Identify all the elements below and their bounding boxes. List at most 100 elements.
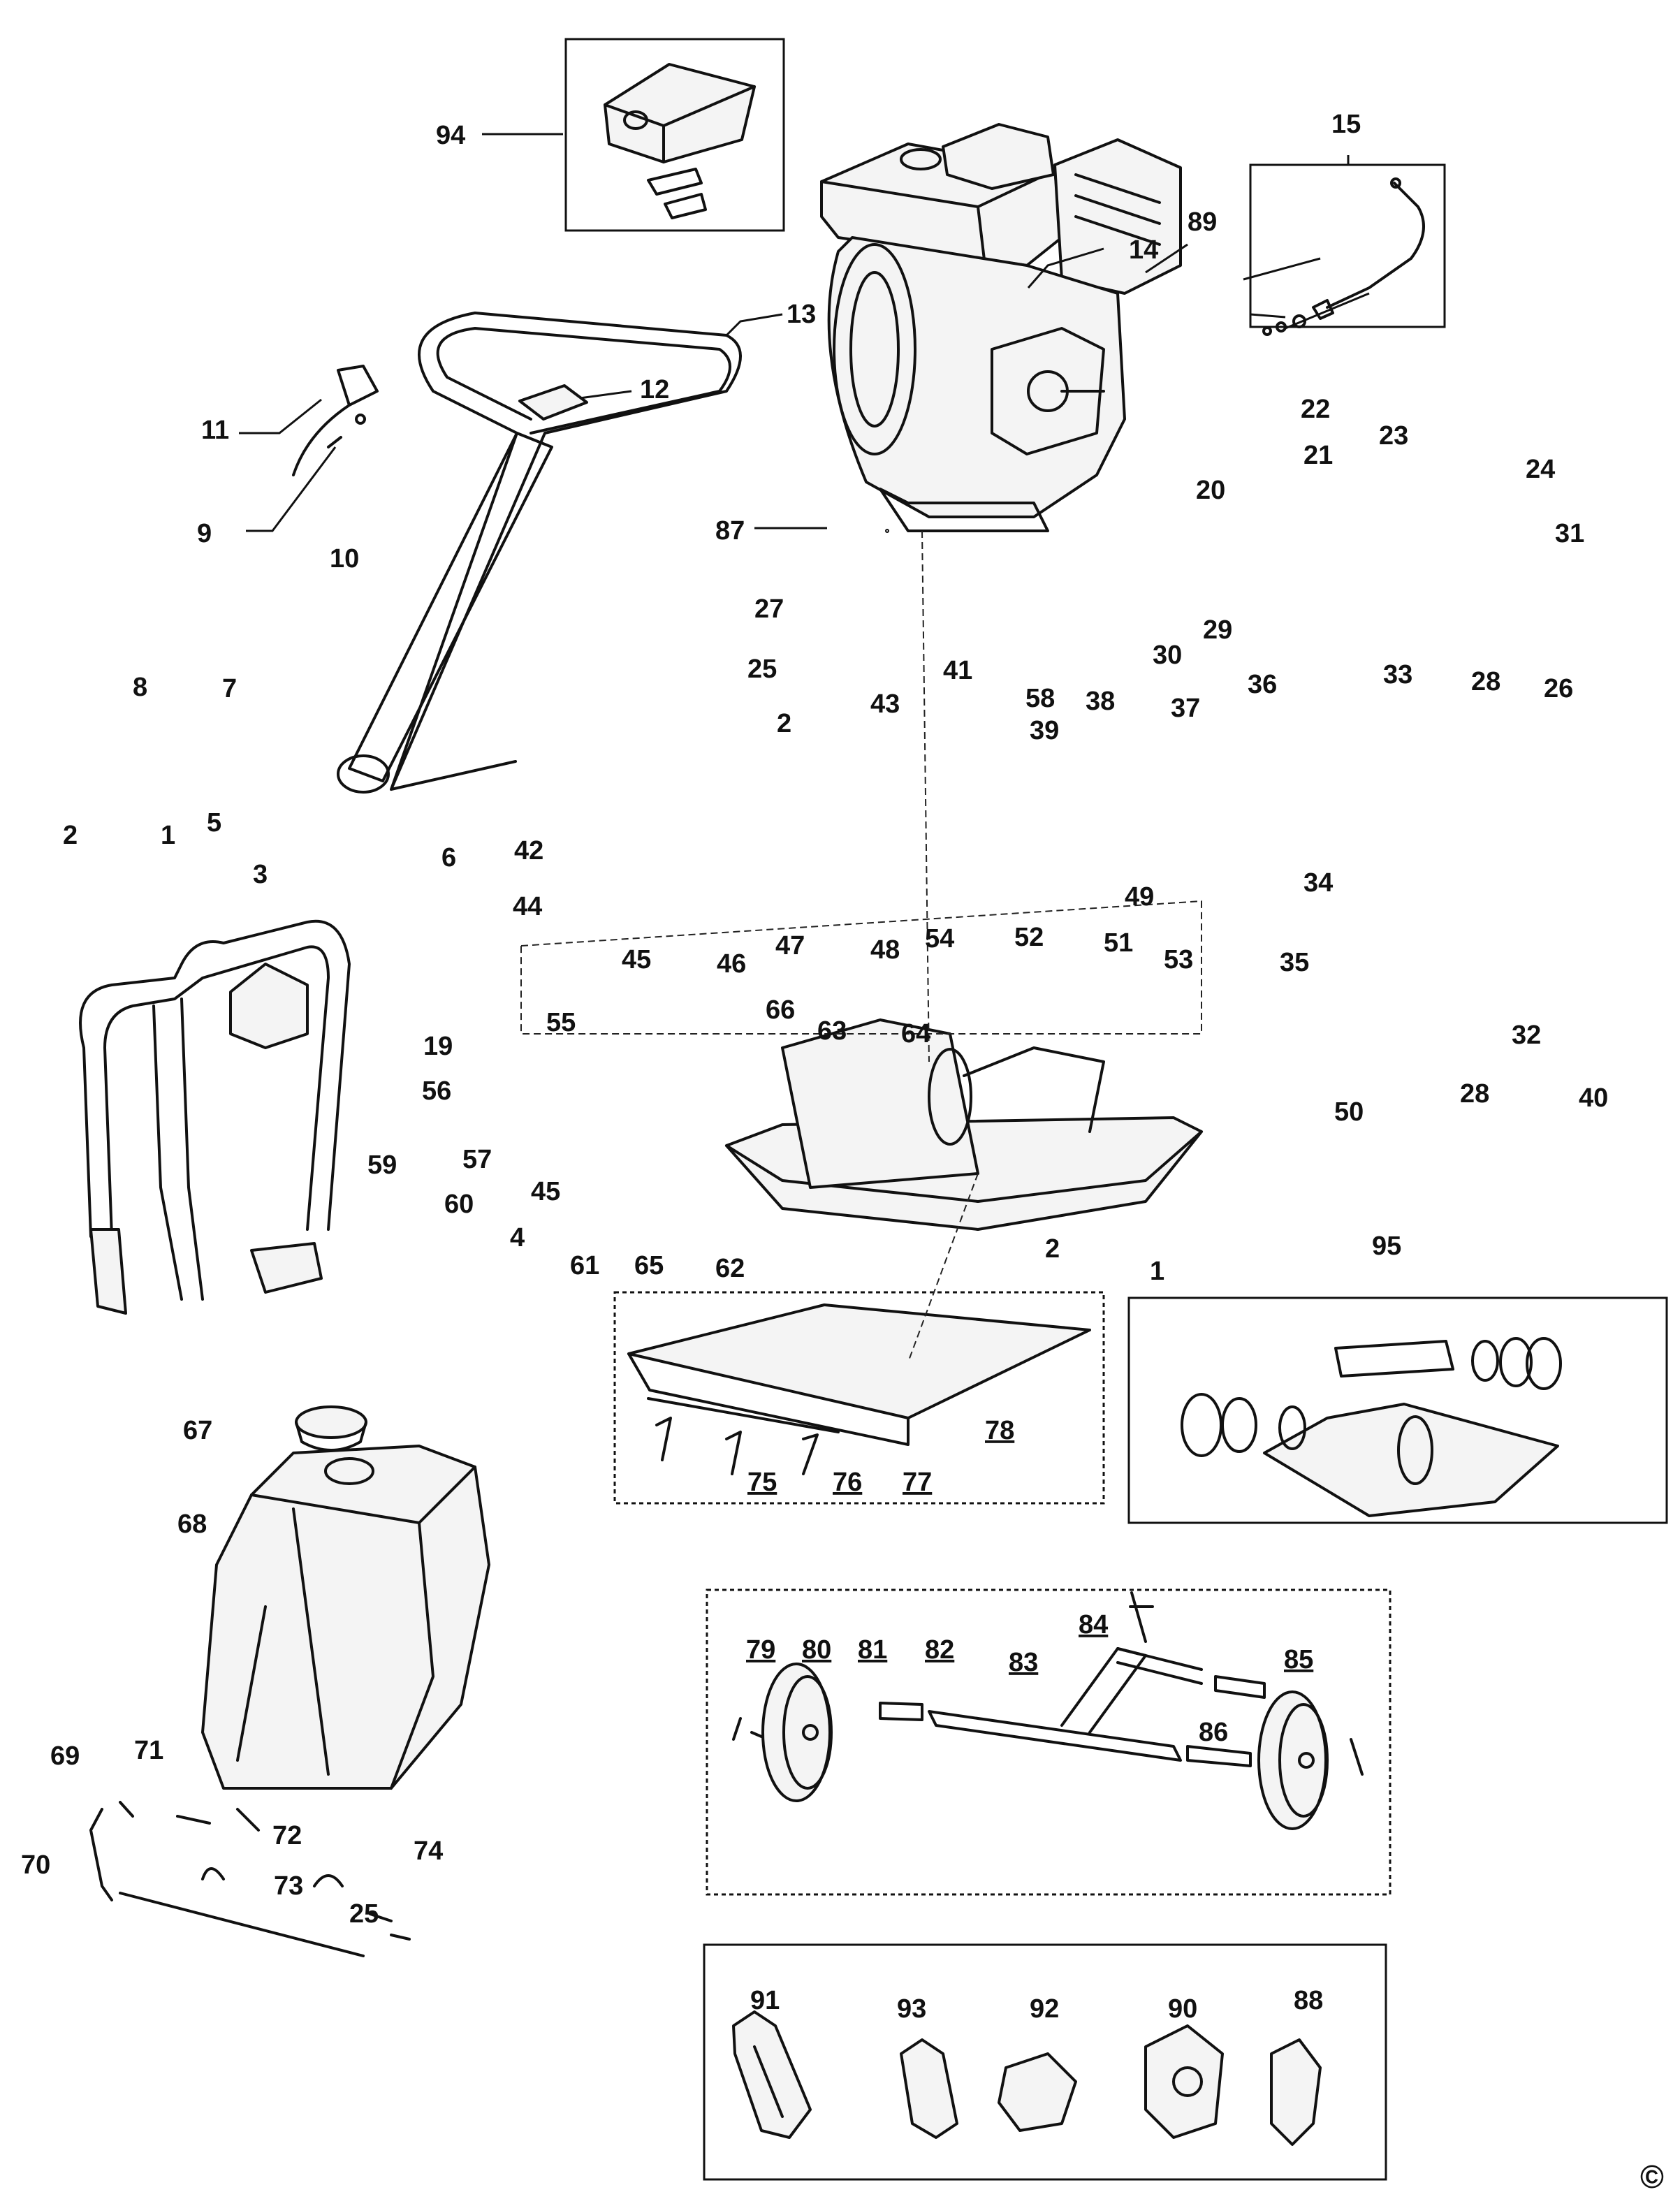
callout-4: 4 [510,1223,525,1252]
callout-34: 34 [1303,868,1333,898]
callout-47: 47 [775,931,805,960]
muffler-inset-box [564,38,785,232]
callout-75: 75 [747,1468,777,1497]
callout-2: 2 [777,709,791,738]
callout-31: 31 [1555,519,1584,548]
callout-73: 73 [274,1871,303,1901]
callout-43: 43 [870,689,900,719]
callout-52: 52 [1014,923,1044,952]
engine-part [820,123,1182,533]
callout-42: 42 [514,836,543,865]
callout-40: 40 [1579,1083,1608,1113]
callout-89: 89 [1188,207,1217,237]
callout-85: 85 [1284,1645,1313,1674]
spark-plug-88 [1270,2038,1322,2146]
callout-29: 29 [1203,615,1232,645]
callout-58: 58 [1025,684,1055,713]
copyright-mark: © [1640,2158,1664,2195]
filter-93 [900,2038,958,2139]
callout-49: 49 [1125,882,1154,912]
guard-frame-part [79,919,351,1315]
callout-71: 71 [134,1736,163,1765]
callout-56: 56 [422,1076,451,1106]
callout-28: 28 [1471,667,1500,696]
callout-27: 27 [754,594,784,624]
callout-36: 36 [1248,670,1277,699]
callout-labels: 1 1 2 2 2 3 4 5 6 7 8 9 10 11 12 13 14 1… [21,110,1608,2024]
wheel-kit-inset-box [706,1588,1392,1896]
plate-extension-part [627,1303,1091,1475]
carburetor-90 [1144,2024,1224,2139]
callout-19: 19 [423,1032,453,1061]
callout-45: 45 [622,945,651,974]
callout-24: 24 [1526,455,1555,484]
callout-53: 53 [1164,945,1193,974]
callout-44: 44 [513,892,542,921]
callout-91: 91 [750,1986,780,2015]
callout-82: 82 [925,1635,954,1665]
callout-45: 45 [531,1177,560,1206]
callout-1: 1 [1150,1257,1164,1286]
callout-3: 3 [253,860,268,889]
callout-9: 9 [197,519,212,548]
callout-55: 55 [546,1008,576,1037]
callout-57: 57 [462,1145,492,1174]
callout-30: 30 [1153,641,1182,670]
callout-35: 35 [1280,948,1309,977]
callout-81: 81 [858,1635,887,1665]
fuel-hose-part [1262,177,1425,336]
callout-95: 95 [1372,1232,1401,1261]
callout-68: 68 [177,1510,207,1539]
callout-14: 14 [1129,235,1158,265]
base-plate-part [725,1018,1203,1231]
callout-94: 94 [436,121,465,150]
callout-22: 22 [1301,395,1330,424]
callout-50: 50 [1334,1097,1364,1127]
service-parts-inset-box [703,1943,1387,2181]
callout-65: 65 [634,1251,664,1280]
plate-extension-inset-box [613,1291,1105,1505]
muffler-part [604,63,756,219]
callout-48: 48 [870,935,900,965]
callout-93: 93 [897,1994,926,2024]
fuel-tank-part [201,1405,490,1790]
callout-83: 83 [1009,1648,1038,1677]
callout-54: 54 [925,924,954,954]
callout-46: 46 [717,949,746,979]
callout-72: 72 [272,1821,302,1850]
callout-87: 87 [715,516,745,546]
callout-41: 41 [943,656,972,685]
callout-12: 12 [640,375,669,404]
callout-60: 60 [444,1190,474,1219]
callout-79: 79 [746,1635,775,1665]
callout-88: 88 [1294,1986,1323,2015]
callout-15: 15 [1331,110,1361,139]
callout-70: 70 [21,1850,50,1880]
gasket-91 [732,2010,812,2139]
callout-61: 61 [570,1251,599,1280]
carb-part-92 [998,2052,1077,2132]
callout-33: 33 [1383,660,1412,689]
callout-74: 74 [414,1836,443,1866]
callout-11: 11 [201,416,229,445]
callout-86: 86 [1199,1718,1228,1747]
callout-21: 21 [1303,441,1333,470]
callout-2: 2 [63,821,78,850]
callout-84: 84 [1079,1610,1108,1639]
callout-26: 26 [1544,674,1573,703]
callout-67: 67 [183,1416,212,1445]
callout-69: 69 [50,1741,80,1771]
callout-32: 32 [1512,1021,1541,1050]
callout-25: 25 [747,655,777,684]
callout-5: 5 [207,808,221,838]
callout-90: 90 [1168,1994,1197,2024]
callout-28: 28 [1460,1079,1489,1109]
callout-59: 59 [367,1150,397,1180]
callout-78: 78 [985,1416,1014,1445]
exciter-assembly-inset-box [1127,1296,1668,1524]
callout-62: 62 [715,1254,745,1283]
wheel-kit-part [732,1591,1364,1830]
callout-20: 20 [1196,476,1225,505]
callout-23: 23 [1379,421,1408,451]
